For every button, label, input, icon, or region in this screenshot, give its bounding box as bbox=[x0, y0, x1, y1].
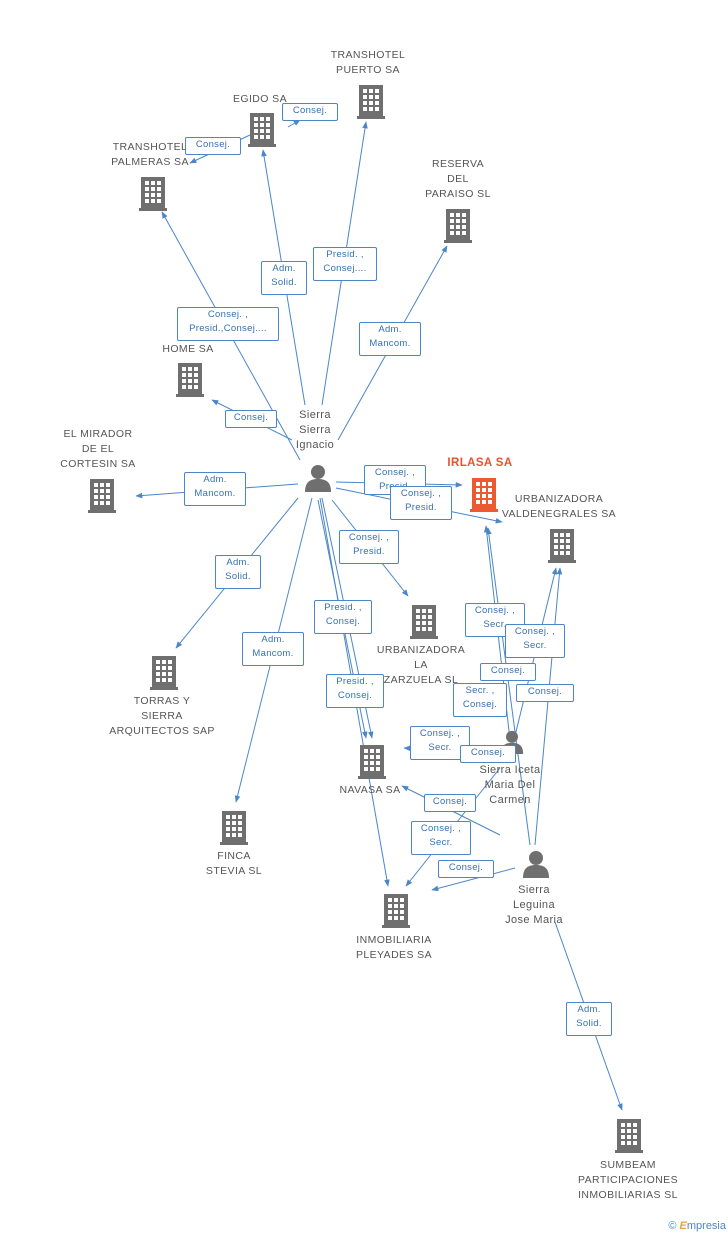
edge-label-ignacio-zarzuela: Consej. , Presid. bbox=[339, 530, 399, 564]
edge-label-ignacio-irlasa-b: Consej. , Presid. bbox=[390, 486, 452, 520]
edge-label-iceta-pleyades: Consej. bbox=[460, 745, 516, 763]
edge-egido-puerto bbox=[287, 119, 301, 128]
node-sierra-leguina-label[interactable]: Sierra Leguina Jose Maria bbox=[505, 884, 563, 926]
building-icon bbox=[248, 113, 276, 147]
node-irlasa-label[interactable]: IRLASA SA bbox=[447, 457, 513, 469]
building-icon bbox=[410, 605, 438, 639]
node-sumbeam-label[interactable]: SUMBEAM PARTICIPACIONES INMOBILIARIAS SL bbox=[578, 1159, 678, 1201]
node-finca-stevia-label[interactable]: FINCA STEVIA SL bbox=[205, 850, 263, 877]
building-icon bbox=[548, 529, 576, 563]
person-icon bbox=[305, 465, 331, 492]
edge-leguina-pleyades bbox=[431, 867, 516, 892]
node-sierra-iceta-label[interactable]: Sierra Iceta Maria Del Carmen bbox=[479, 764, 541, 806]
edge-leguina-irlasa bbox=[486, 527, 531, 846]
person-icon bbox=[523, 851, 549, 878]
building-icon bbox=[150, 656, 178, 690]
node-el-mirador-label[interactable]: EL MIRADOR DE EL CORTESIN SA bbox=[60, 428, 136, 470]
edge-label-egido-puerto: Consej. bbox=[282, 103, 338, 121]
building-icon bbox=[176, 363, 204, 397]
building-icon bbox=[220, 811, 248, 845]
node-torras-sierra-label[interactable]: TORRAS Y SIERRA ARQUITECTOS SAP bbox=[109, 695, 215, 737]
edge-label-leguina-irlasa: Consej. bbox=[480, 663, 536, 681]
node-transhotel-palmeras-label[interactable]: TRANSHOTEL PALMERAS SA bbox=[111, 141, 189, 168]
node-reserva-paraiso-label[interactable]: RESERVA DEL PARAISO SL bbox=[425, 158, 491, 200]
building-icon bbox=[358, 745, 386, 779]
building-icon bbox=[382, 894, 410, 928]
edge-label-leguina-navasa: Consej. bbox=[424, 794, 476, 812]
building-icon bbox=[88, 479, 116, 513]
edge-label-iceta-valdenegrales: Consej. , Secr. bbox=[505, 624, 565, 658]
building-icon bbox=[139, 177, 167, 211]
edge-leguina-valdenegrales bbox=[534, 567, 563, 846]
edge-label-ignacio-torras: Adm. Solid. bbox=[215, 555, 261, 589]
node-inmobiliaria-pleyades-label[interactable]: INMOBILIARIA PLEYADES SA bbox=[356, 934, 432, 961]
building-icon bbox=[357, 85, 385, 119]
brand-logo-text: mpresia bbox=[686, 1220, 726, 1232]
node-urb-zarzuela-label[interactable]: URBANIZADORA LA ZARZUELA SL bbox=[376, 644, 466, 686]
node-navasa-label[interactable]: NAVASA SA bbox=[339, 784, 401, 796]
edge-label-leguina-pleyades-a: Consej. , Secr. bbox=[411, 821, 471, 855]
edge-label-egido-palmeras: Consej. bbox=[185, 137, 241, 155]
node-sierra-ignacio-label[interactable]: Sierra Sierra Ignacio bbox=[295, 409, 335, 451]
edge-label-ignacio-reserva: Adm. Mancom. bbox=[359, 322, 421, 356]
node-urb-valdenegrales-label[interactable]: URBANIZADORA VALDENEGRALES SA bbox=[501, 493, 617, 520]
edge-label-ignacio-puerto: Presid. , Consej.... bbox=[313, 247, 377, 281]
edge-label-iceta-zarzuela: Secr. , Consej. bbox=[453, 683, 507, 717]
copyright-symbol: © bbox=[668, 1220, 677, 1232]
edge-label-ignacio-egido: Adm. Solid. bbox=[261, 261, 307, 295]
node-egido-label[interactable]: EGIDO SA bbox=[233, 93, 287, 105]
edge-label-ignacio-navasa: Presid. , Consej. bbox=[314, 600, 372, 634]
building-icon bbox=[444, 209, 472, 243]
edge-label-ignacio-finca: Adm. Mancom. bbox=[242, 632, 304, 666]
edge-label-ignacio-mirador: Adm. Mancom. bbox=[184, 472, 246, 506]
node-transhotel-puerto-label[interactable]: TRANSHOTEL PUERTO SA bbox=[330, 49, 406, 76]
edge-label-leguina-sumbeam: Adm. Solid. bbox=[566, 1002, 612, 1036]
edge-label-leguina-valdenegrales: Consej. bbox=[516, 684, 574, 702]
edge-label-ignacio-shome: Consej. bbox=[225, 410, 277, 428]
brand-logo-initial: E bbox=[679, 1220, 687, 1232]
edge-label-leguina-pleyades-b: Consej. bbox=[438, 860, 494, 878]
edge-label-ignacio-palmeras: Consej. , Presid.,Consej.... bbox=[177, 307, 279, 341]
edge-label-ignacio-pleyades: Presid. , Consej. bbox=[326, 674, 384, 708]
brand-footer: © Empresia bbox=[668, 1220, 726, 1232]
building-icon bbox=[615, 1119, 643, 1153]
